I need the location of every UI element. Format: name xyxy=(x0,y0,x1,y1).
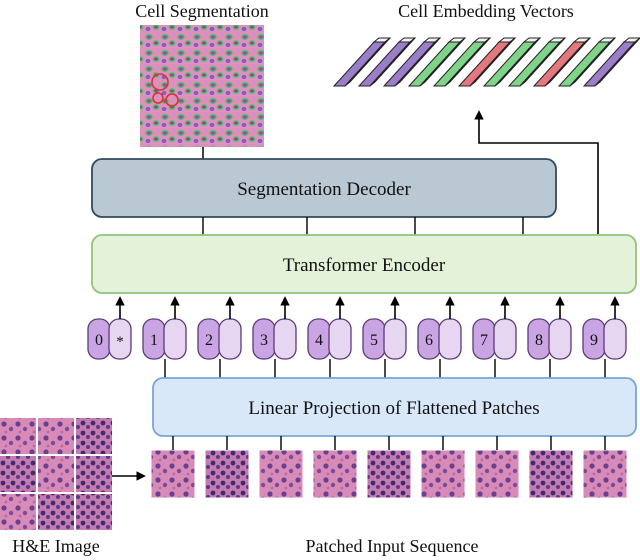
cell-segmentation-image xyxy=(140,25,264,147)
input-patch xyxy=(420,449,466,499)
decoder-encoder-connectors xyxy=(202,217,524,236)
token-index: 1 xyxy=(150,332,158,349)
cls-marker: * xyxy=(116,334,124,350)
cell-segmentation-label: Cell Segmentation xyxy=(135,1,268,21)
token-index: 7 xyxy=(480,332,488,349)
embedding-vectors-group xyxy=(332,37,640,87)
transformer-encoder-box xyxy=(91,234,637,294)
embedding-arrow xyxy=(474,110,599,234)
embedding-vector-green xyxy=(432,37,492,87)
transformer-encoder-label: Transformer Encoder xyxy=(283,255,446,276)
token-index: 5 xyxy=(370,332,378,349)
segmentation-decoder-label: Segmentation Decoder xyxy=(237,179,411,200)
token-5: 5 xyxy=(362,318,407,360)
token-8: 8 xyxy=(527,318,572,360)
token-7: 7 xyxy=(472,318,517,360)
cell-embedding-vectors-label: Cell Embedding Vectors xyxy=(398,1,574,21)
token-index: 9 xyxy=(590,332,598,349)
linear-projection-box xyxy=(152,377,637,437)
linear-projection-label: Linear Projection of Flattened Patches xyxy=(248,398,539,419)
segmentation-decoder-box xyxy=(91,158,557,218)
token-index: 2 xyxy=(205,332,213,349)
token-6: 6 xyxy=(417,318,462,360)
token-1: 1 xyxy=(142,318,187,360)
token-index: 0 xyxy=(95,332,103,349)
he-image-label: H&E Image xyxy=(12,536,99,556)
input-patch xyxy=(582,449,628,499)
token-index: 8 xyxy=(535,332,543,349)
input-patch xyxy=(366,449,412,499)
input-patch xyxy=(312,449,358,499)
token-9: 9 xyxy=(582,318,627,360)
he-image xyxy=(0,418,112,530)
embedding-vector-green xyxy=(482,37,542,87)
embedding-vector-purple xyxy=(357,37,417,87)
token-0: 0* xyxy=(87,318,132,360)
token-4: 4 xyxy=(307,318,352,360)
token-3: 3 xyxy=(252,318,297,360)
input-patch xyxy=(258,449,304,499)
input-patch xyxy=(474,449,520,499)
patched-input-sequence xyxy=(150,436,628,499)
embedding-vector-red xyxy=(457,37,517,87)
input-patch xyxy=(204,449,250,499)
input-patch xyxy=(528,449,574,499)
embedding-vector-green xyxy=(557,37,617,87)
patched-input-sequence-label: Patched Input Sequence xyxy=(306,536,479,556)
token-2: 2 xyxy=(197,318,242,360)
input-patch xyxy=(150,449,196,499)
embedding-vector-purple xyxy=(382,37,442,87)
embedding-vector-green xyxy=(407,37,467,87)
token-index: 3 xyxy=(260,332,268,349)
token-index: 4 xyxy=(315,332,323,349)
embedding-vector-green xyxy=(507,37,567,87)
token-index: 6 xyxy=(425,332,433,349)
embedding-vector-purple xyxy=(582,37,640,87)
embedding-vector-red xyxy=(532,37,592,87)
embedding-vector-purple xyxy=(332,37,392,87)
